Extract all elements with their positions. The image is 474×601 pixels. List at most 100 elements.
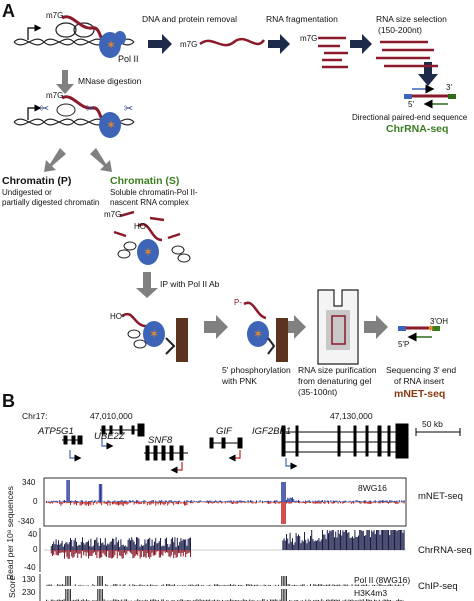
chip-signal-bar <box>278 584 279 586</box>
mnet-signal-bar <box>98 502 100 504</box>
mnet-signal-bar <box>214 502 215 503</box>
mnet-signal-bar <box>130 500 131 502</box>
mnet-signal-bar <box>226 501 227 502</box>
mnet-signal-bar <box>137 502 139 504</box>
mnet-signal-bar <box>46 501 47 502</box>
chip-signal-bar <box>338 584 340 586</box>
chip-signal-bar <box>65 589 67 601</box>
chip-signal-bar <box>398 599 399 601</box>
chrrna-signal-bar <box>83 550 85 556</box>
mnet-signal-bar <box>72 501 74 502</box>
chrrna-signal-bar <box>162 550 164 556</box>
chrrna-signal-bar <box>84 550 86 553</box>
mnet-signal-bar <box>132 500 134 502</box>
mnet-signal-bar <box>54 501 56 502</box>
mnet-signal-bar <box>108 502 110 504</box>
ho-label-soluble: HO- <box>134 222 149 231</box>
mnet-signal-bar <box>256 502 257 504</box>
mnet-signal-bar <box>90 502 92 506</box>
mnet-signal-bar <box>269 501 271 502</box>
mnet-signal-bar <box>104 502 106 504</box>
chip-signal-bar <box>382 585 383 586</box>
mnet-signal-bar <box>91 500 93 502</box>
mnet-signal-bar <box>265 501 267 502</box>
chrrna-signal-bar <box>163 545 165 550</box>
mnet-signal-bar <box>394 502 395 503</box>
mnet-signal-bar <box>222 502 224 503</box>
chrrna-signal-bar <box>89 550 91 557</box>
mnet-signal-bar <box>266 500 268 502</box>
chrrna-signal-bar <box>115 537 117 550</box>
mnet-tick-bottom: -340 <box>18 517 35 526</box>
mnet-signal-bar <box>168 500 170 502</box>
mnet-signal-bar <box>90 501 92 502</box>
mnet-signal-bar <box>350 502 352 504</box>
mnet-signal-bar <box>364 500 365 502</box>
chrrna-signal-bar <box>126 550 128 554</box>
mnet-signal-bar <box>391 502 393 503</box>
chip-signal-bar <box>305 599 307 601</box>
mnet-signal-bar <box>320 502 322 504</box>
mnet-signal-bar <box>211 501 213 502</box>
svg-text:✶: ✶ <box>106 118 116 132</box>
chrrna-signal-bar <box>164 550 166 553</box>
chrrna-signal-bar <box>100 538 101 550</box>
chip-signal-bar <box>294 584 295 586</box>
chip-tick-1: 130 <box>22 575 36 584</box>
mnet-signal-bar <box>82 500 83 502</box>
mnet-signal-bar <box>244 502 245 503</box>
mnet-signal-bar <box>314 500 316 502</box>
mnet-signal-bar <box>70 500 71 502</box>
mnet-signal-bar <box>89 502 91 505</box>
chrrna-signal-bar <box>50 546 52 550</box>
chip-signal-bar <box>150 599 151 601</box>
mnet-signal-bar <box>245 502 247 504</box>
chip-signal-bar <box>284 589 286 601</box>
chrrna-signal-bar <box>60 550 62 554</box>
chip-signal-bar <box>182 585 183 586</box>
chrrna-signal-bar <box>359 530 361 550</box>
chrrna-signal-bar <box>96 537 98 550</box>
chrrna-signal-bar <box>160 537 161 550</box>
chip-signal-bar <box>100 589 102 601</box>
mnet-signal-bar <box>325 501 327 502</box>
chip-signal-bar <box>274 584 276 586</box>
mnet-signal-bar <box>156 502 158 504</box>
mnet-signal-bar <box>353 500 355 502</box>
chrrna-signal-bar <box>295 533 297 550</box>
chip-signal-bar <box>244 599 246 601</box>
chip-signal-bar <box>262 599 263 601</box>
chrrna-caption: Directional paired-end sequence <box>352 113 468 122</box>
chrrna-signal-bar <box>401 530 403 550</box>
mnet-signal-bar <box>299 500 301 502</box>
chrrna-signal-bar <box>52 550 53 556</box>
chrrna-signal-bar <box>182 550 184 557</box>
chip-signal-bar <box>217 599 219 601</box>
mnet-signal-bar <box>221 502 223 504</box>
chip-signal-bar <box>337 584 339 586</box>
chrrna-signal-bar <box>371 530 373 550</box>
chrrna-signal-bar <box>379 534 381 550</box>
mnet-method-label: mNET-seq <box>394 388 446 400</box>
mnet-signal-bar <box>53 500 55 502</box>
chip-signal-bar <box>142 585 143 586</box>
chip-signal-bar <box>137 599 139 601</box>
chrrna-signal-bar <box>88 540 89 550</box>
mnet-signal-bar <box>128 502 130 503</box>
chip-signal-bar <box>209 599 211 601</box>
chip-signal-bar <box>330 599 332 601</box>
chrrna-signal-bar <box>388 530 389 550</box>
chrrna-signal-bar <box>136 537 137 550</box>
mnet-signal-bar <box>310 502 311 503</box>
mnet-signal-bar <box>380 500 382 502</box>
chrrna-signal-bar <box>306 543 308 550</box>
mnet-signal-bar <box>152 502 154 504</box>
chrrna-signal-bar <box>54 544 56 550</box>
chrrna-signal-bar <box>176 550 178 558</box>
chromatin-p-title: Chromatin (P) <box>2 175 72 187</box>
chrrna-signal-bar <box>116 542 118 550</box>
mnet-seq-track <box>46 480 405 524</box>
mnet-signal-bar <box>205 501 207 502</box>
mnet-signal-bar <box>376 501 377 502</box>
mnet-signal-bar <box>107 500 109 502</box>
